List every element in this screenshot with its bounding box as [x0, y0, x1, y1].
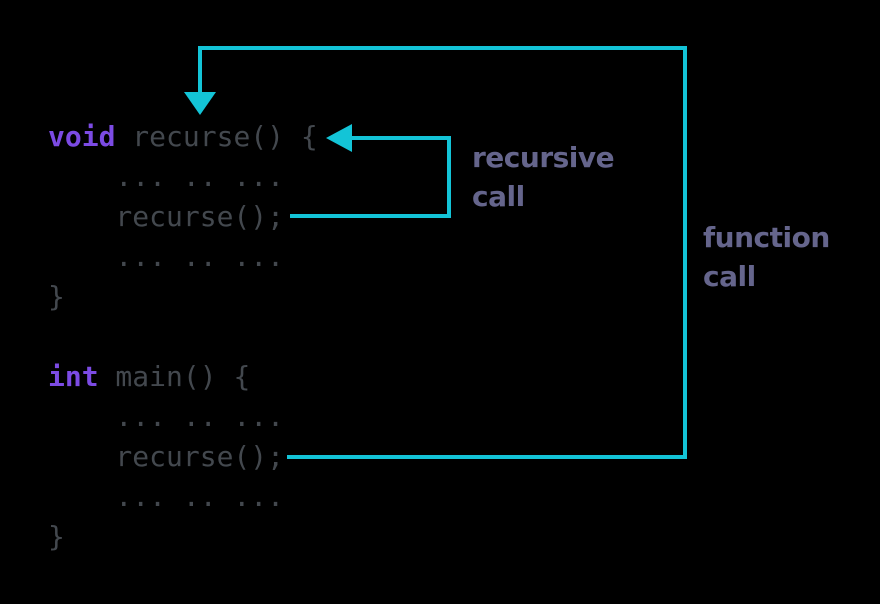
function-call-arrow-left-line [198, 46, 202, 93]
code-text: recurse(); [48, 440, 285, 473]
code-line: ... .. ... [48, 397, 318, 437]
code-line: } [48, 277, 318, 317]
code-text: } [48, 520, 65, 553]
code-text: ... .. ... [48, 240, 285, 273]
recursive-call-arrow-top-line [350, 136, 451, 140]
function-call-arrow-right-line [683, 46, 687, 459]
recursive-call-label: recursive call [472, 138, 615, 216]
code-text: main() { [98, 360, 251, 393]
function-call-arrowhead-down-icon [184, 92, 216, 115]
code-text: ... .. ... [48, 480, 285, 513]
code-keyword: void [48, 120, 116, 153]
recursive-call-label-line1: recursive [472, 141, 615, 174]
code-text: ... .. ... [48, 160, 285, 193]
code-line: recurse(); [48, 437, 318, 477]
function-call-arrow-bottom-line [287, 455, 687, 459]
recursive-call-arrow-bottom-line [290, 214, 451, 218]
code-line: ... .. ... [48, 477, 318, 517]
code-text: } [48, 280, 65, 313]
code-text: recurse(); [48, 200, 285, 233]
function-call-label-line1: function [703, 221, 830, 254]
code-keyword: int [48, 360, 99, 393]
code-line: ... .. ... [48, 237, 318, 277]
code-line: int main() { [48, 357, 318, 397]
recursive-call-label-line2: call [472, 180, 525, 213]
function-call-arrow-top-line [198, 46, 687, 50]
code-line: void recurse() { [48, 117, 318, 157]
recursive-call-arrow-right-line [447, 136, 451, 218]
code-line: ... .. ... [48, 157, 318, 197]
code-text: ... .. ... [48, 400, 285, 433]
recursive-call-arrowhead-left-icon [326, 124, 352, 152]
function-call-label-line2: call [703, 260, 756, 293]
code-block: void recurse() { ... .. ... recurse(); .… [48, 117, 318, 557]
code-line: recurse(); [48, 197, 318, 237]
code-line: } [48, 517, 318, 557]
code-text: recurse() { [115, 120, 318, 153]
function-call-label: function call [703, 218, 830, 296]
code-line [48, 317, 318, 357]
